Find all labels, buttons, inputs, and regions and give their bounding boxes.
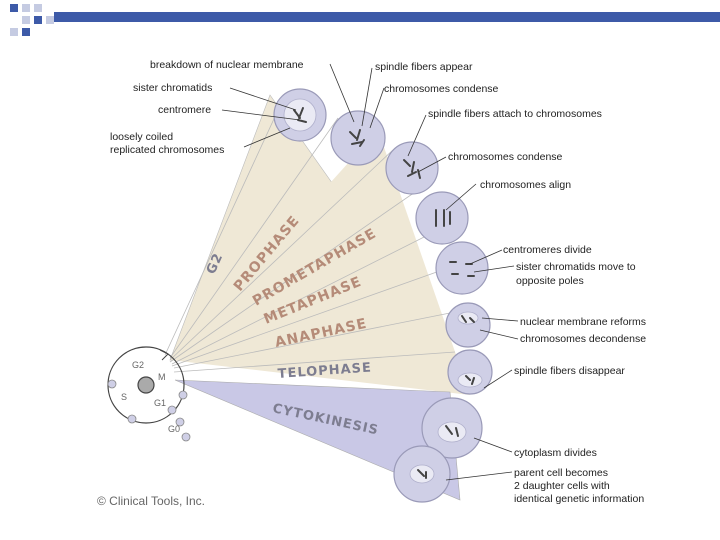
label-centromeres-divide: centromeres divide [503, 244, 592, 256]
header-square [22, 4, 30, 12]
label-chromosomes-condense-2: chromosomes condense [448, 151, 563, 163]
label-parent-1: parent cell becomes [514, 467, 608, 479]
cycle-m: M [158, 372, 166, 382]
label-spindle-attach: spindle fibers attach to chromosomes [428, 108, 602, 120]
chromosomes [293, 107, 475, 479]
label-sister-move-1: sister chromatids move to [516, 261, 636, 273]
cycle-g2: G2 [132, 360, 144, 370]
header-square [10, 28, 18, 36]
label-parent-3: identical genetic information [514, 493, 644, 505]
label-loosely-coiled-1: loosely coiled [110, 131, 173, 143]
header-decoration [0, 0, 720, 44]
label-cytoplasm-divides: cytoplasm divides [514, 447, 597, 459]
header-bar [54, 12, 720, 22]
header-square [10, 4, 18, 12]
label-spindle-disappear: spindle fibers disappear [514, 365, 625, 377]
pointer-lines [221, 63, 519, 481]
phase-telophase: TELOPHASE [277, 360, 372, 382]
label-centromere: centromere [158, 104, 211, 116]
header-square [34, 16, 42, 24]
label-sister-chromatids: sister chromatids [133, 82, 212, 94]
label-nuclear-reforms: nuclear membrane reforms [520, 316, 646, 328]
cycle-g0: G0 [168, 424, 180, 434]
cell-metaphase [415, 191, 469, 245]
header-square [22, 16, 30, 24]
cell-anaphase-2 [445, 302, 491, 348]
label-loosely-coiled-2: replicated chromosomes [110, 144, 224, 156]
fan-lines [164, 94, 456, 373]
cycle-s: S [121, 392, 127, 402]
mitosis-fan-inner [170, 130, 470, 395]
cell-cycle-wheel: G2 S G1 G0 M [107, 346, 191, 442]
label-spindle-appear: spindle fibers appear [375, 61, 473, 73]
cycle-g1: G1 [154, 398, 166, 408]
header-square [46, 16, 54, 24]
header-square [22, 28, 30, 36]
copyright: © Clinical Tools, Inc. [97, 494, 205, 508]
label-chromosomes-align: chromosomes align [480, 179, 571, 191]
label-chromosomes-decondense: chromosomes decondense [520, 333, 646, 345]
label-parent-2: 2 daughter cells with [514, 480, 610, 492]
label-sister-move-2: opposite poles [516, 275, 584, 287]
header-square [34, 4, 42, 12]
label-breakdown: breakdown of nuclear membrane [150, 59, 304, 71]
label-chromosomes-condense-1: chromosomes condense [384, 83, 499, 95]
cell-anaphase-1 [435, 241, 489, 295]
